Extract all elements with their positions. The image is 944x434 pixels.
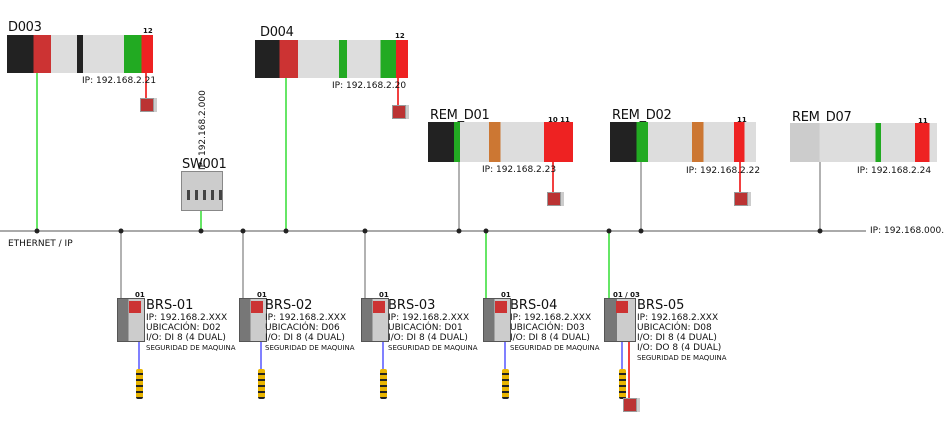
plc-ip: IP: 192.168.2.20	[332, 81, 407, 91]
plc-rack[interactable]	[610, 122, 756, 162]
plc-ip: IP: 192.168.2.23	[482, 165, 557, 175]
switch-name: SW001	[182, 157, 227, 172]
io-device-icon	[140, 98, 154, 112]
network-label: ETHERNET / IP	[8, 239, 73, 249]
brs-module[interactable]	[361, 298, 389, 342]
safety-sensor-icon	[380, 369, 387, 399]
safety-sensor-icon	[136, 369, 143, 399]
slot-label: 01	[501, 291, 511, 299]
switch-ip: IP: 192.168.2.000	[198, 90, 208, 170]
plc-name: REM_D02	[612, 108, 672, 123]
plc-rack[interactable]	[428, 122, 573, 162]
plc-name: REM_D01	[430, 108, 490, 123]
io-device-icon	[547, 192, 561, 206]
network-ip: IP: 192.168.000.000	[870, 226, 944, 236]
plc-ip: IP: 192.168.2.22	[686, 166, 761, 176]
slot-label: 12	[143, 27, 153, 35]
plc-rack[interactable]	[790, 123, 937, 162]
slot-label: 01 / 03	[613, 291, 640, 299]
switch-device[interactable]	[181, 171, 223, 211]
slot-label: 01	[135, 291, 145, 299]
slot-label: 11	[737, 116, 747, 124]
io-device-icon	[734, 192, 748, 206]
slot-label: 10 11	[548, 116, 570, 124]
plc-rack[interactable]	[7, 35, 153, 73]
io-device-icon	[623, 398, 637, 412]
safety-sensor-icon	[619, 369, 626, 399]
plc-rack[interactable]	[255, 40, 408, 78]
io-device-icon	[392, 105, 406, 119]
plc-ip: IP: 192.168.2.24	[857, 166, 932, 176]
slot-label: 12	[395, 32, 405, 40]
plc-ip: IP: 192.168.2.21	[82, 76, 157, 86]
safety-sensor-icon	[258, 369, 265, 399]
slot-label: 01	[379, 291, 389, 299]
slot-label: 01	[257, 291, 267, 299]
plc-name: D004	[260, 25, 294, 40]
slot-label: 11	[918, 117, 928, 125]
brs-module[interactable]	[117, 298, 145, 342]
brs-module[interactable]	[604, 298, 636, 342]
brs-module[interactable]	[483, 298, 511, 342]
brs-module[interactable]	[239, 298, 267, 342]
plc-name: D003	[8, 20, 42, 35]
plc-name: REM_D07	[792, 110, 852, 125]
safety-sensor-icon	[502, 369, 509, 399]
